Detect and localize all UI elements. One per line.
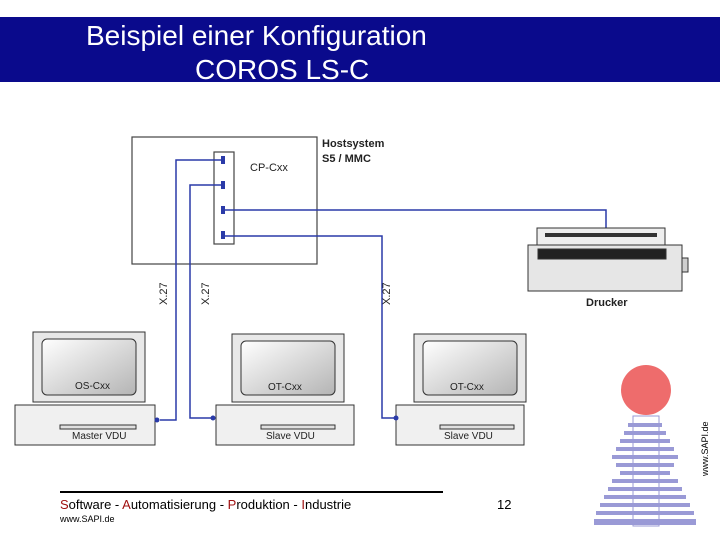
workstation-base-label: Slave VDU — [266, 431, 315, 442]
workstation-master — [14, 331, 156, 446]
cable-label: X.27 — [200, 282, 212, 305]
slide-title-line-2: COROS LS-C — [195, 54, 370, 85]
host-system-type: S5 / MMC — [322, 153, 371, 165]
workstation-base-label: Master VDU — [72, 431, 126, 442]
footer-initial: A — [122, 497, 131, 512]
footer-word: roduktion - — [236, 497, 302, 512]
page-number: 12 — [497, 497, 512, 512]
sapi-logo — [594, 365, 696, 527]
cable-label: X.27 — [381, 282, 393, 305]
workstation-slave-1 — [215, 333, 355, 446]
workstation-screen-label: OT-Cxx — [450, 382, 484, 393]
slide-title-line-1: Beispiel einer Konfiguration — [86, 20, 427, 51]
workstation-base-label: Slave VDU — [444, 431, 493, 442]
footer-url: www.SAPI.de — [60, 514, 115, 524]
cp-module — [213, 151, 235, 245]
footer-initial: I — [301, 497, 305, 512]
footer-word: oftware - — [68, 497, 123, 512]
printer-icon — [527, 227, 689, 292]
cable-wires — [160, 159, 607, 421]
cp-module-label: CP-Cxx — [250, 162, 288, 174]
footer-word: ndustrie — [304, 497, 352, 512]
footer-divider — [60, 491, 443, 493]
cable-label: X.27 — [158, 282, 170, 305]
title-bar — [0, 17, 720, 82]
connection-dots — [154, 415, 399, 423]
workstation-screen-label: OS-Cxx — [75, 381, 110, 392]
footer-tagline: Software - Automatisierung - Produktion … — [60, 497, 351, 512]
workstation-slave-2 — [395, 333, 527, 446]
host-system-label: Hostsystem — [322, 138, 385, 150]
footer-initial: P — [227, 497, 237, 512]
workstation-screen-label: OT-Cxx — [268, 382, 302, 393]
side-url: www.SAPI.de — [700, 421, 710, 476]
printer-label: Drucker — [586, 297, 628, 309]
footer-word: utomatisierung - — [130, 497, 228, 512]
footer-initial: S — [60, 497, 69, 512]
